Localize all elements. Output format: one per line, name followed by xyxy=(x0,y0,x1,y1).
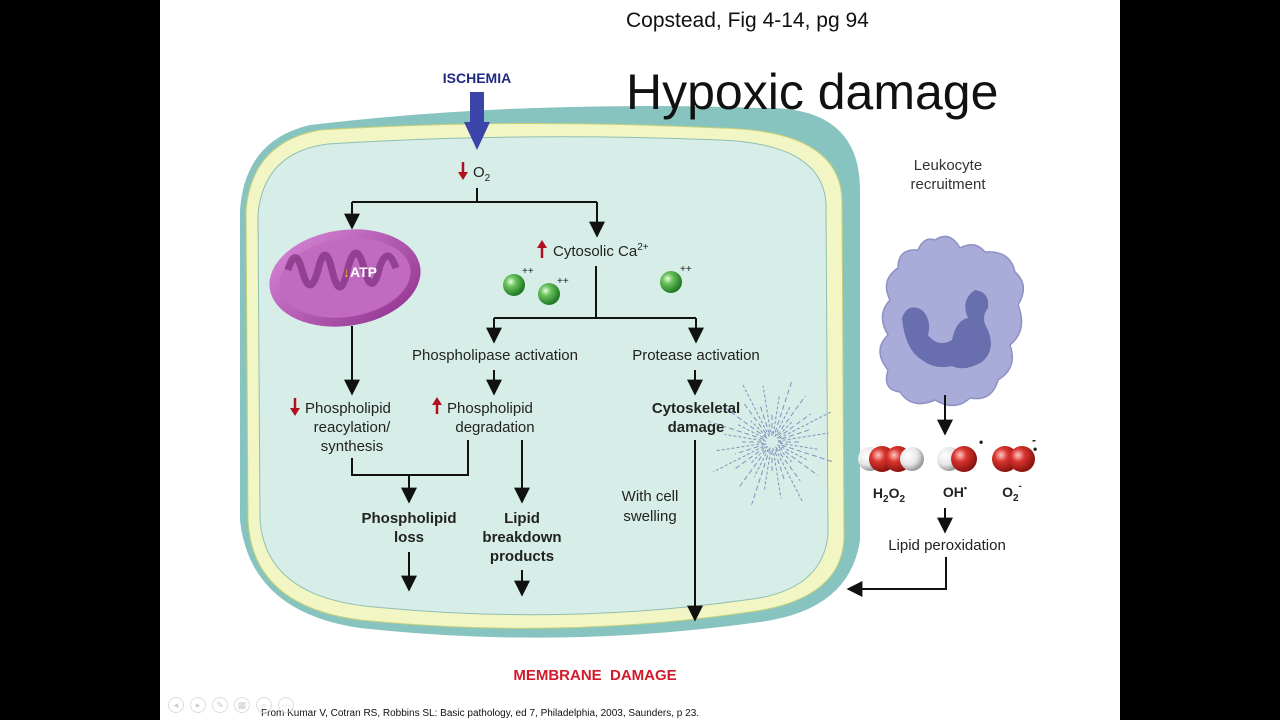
down-arrow-head-icon xyxy=(458,172,468,180)
slide-navigation: ◂ ▸ ✎ ▦ ⌕ ⋯ xyxy=(168,697,294,713)
lipid-breakdown-line1: Lipid xyxy=(504,510,540,527)
cytoskeleton-filament xyxy=(759,404,771,435)
phospholipid-degradation-line2: degradation xyxy=(455,419,534,436)
cytoskeleton-burst-icon xyxy=(709,379,835,505)
pen-icon[interactable]: ✎ xyxy=(212,697,228,713)
cytoskeleton-filament xyxy=(776,413,812,439)
phospholipid-loss-line1: Phospholipid xyxy=(362,510,457,527)
cytoskeleton-filament xyxy=(750,420,767,437)
cytoskeleton-filament xyxy=(775,446,801,482)
superoxide-molecule-icon xyxy=(992,446,1035,472)
down-arrow-head-icon xyxy=(290,408,300,416)
calcium-ion-icon xyxy=(503,274,525,296)
citation: From Kumar V, Cotran RS, Robbins SL: Bas… xyxy=(261,708,699,719)
cytoskeleton-filament xyxy=(763,451,771,490)
lipid-breakdown-line3: products xyxy=(490,548,554,565)
atp-down-arrow-icon: ↓ xyxy=(343,264,350,280)
cytoskeleton-filament xyxy=(772,394,781,435)
cytoskeleton-filament xyxy=(778,448,794,464)
cytoskeleton-filament xyxy=(732,446,766,471)
o2-label: O2 xyxy=(473,164,491,184)
lipid-peroxidation-label: Lipid peroxidation xyxy=(888,537,1006,554)
cytoskeleton-filament xyxy=(778,446,819,476)
calcium-ion-icon xyxy=(660,271,682,293)
slides-grid-icon[interactable]: ▦ xyxy=(234,697,250,713)
cytoskeleton-filament xyxy=(743,402,767,435)
zoom-icon[interactable]: ⌕ xyxy=(256,697,272,713)
cytoskeleton-filament xyxy=(712,446,764,473)
h2o2-label: H2O2 xyxy=(873,485,906,505)
ion-charge-label: ++ xyxy=(522,266,534,277)
svg-text:↓ATP: ↓ATP xyxy=(343,264,377,280)
cytoskeletal-line1: Cytoskeletal xyxy=(652,400,740,417)
h2o2-molecule-icon xyxy=(858,446,924,472)
cytoskeleton-filament xyxy=(741,382,770,437)
phospholipid-synthesis-line3: synthesis xyxy=(321,438,384,455)
ischemia-arrow xyxy=(464,92,490,150)
leukocyte-icon xyxy=(879,235,1024,407)
phospholipid-synthesis-line1: Phospholipid xyxy=(305,400,391,417)
phospholipid-degradation-line1: Phospholipid xyxy=(447,400,533,417)
ion-charge-label: ++ xyxy=(557,276,569,287)
radical-dot-label: • xyxy=(979,435,983,449)
membrane-damage-label: MEMBRANE DAMAGE xyxy=(513,667,676,684)
radical-minus-label: - xyxy=(1032,433,1036,447)
cytoskeleton-filament xyxy=(751,447,771,505)
calcium-ion-icon xyxy=(538,283,560,305)
cytoskeleton-filament xyxy=(781,444,835,463)
phospholipid-loss-line2: loss xyxy=(394,529,424,546)
diagram: ISCHEMIA O2 ↓ATP Cytosolic Ca2+ ++ ++ ++… xyxy=(240,9,1037,719)
cytoskeleton-filament xyxy=(779,442,820,451)
mitochondrion xyxy=(269,229,421,327)
cytoskeleton-filament xyxy=(709,421,765,441)
atp-label: ATP xyxy=(350,264,377,280)
o2-radical-label: O2- xyxy=(1002,481,1022,504)
page-title: Hypoxic damage xyxy=(626,64,998,120)
ion-charge-label: ++ xyxy=(680,264,692,275)
cytoskeleton-filament xyxy=(753,448,769,477)
lipid-breakdown-line2: breakdown xyxy=(482,529,561,546)
protease-label: Protease activation xyxy=(632,347,760,364)
cytoskeleton-filament xyxy=(778,420,794,436)
slide: ISCHEMIA O2 ↓ATP Cytosolic Ca2+ ++ ++ ++… xyxy=(160,0,1120,720)
cell-swelling-line1: With cell xyxy=(622,488,679,505)
cytoskeleton-filament xyxy=(772,447,782,499)
oh-molecule-icon xyxy=(937,446,977,472)
cytoskeleton-filament xyxy=(781,429,810,440)
calcium-ions: ++ ++ ++ xyxy=(503,264,692,305)
phospholipid-synthesis-line2: reacylation/ xyxy=(314,419,392,436)
cytoskeletal-line2: damage xyxy=(668,419,725,436)
phospholipase-label: Phospholipase activation xyxy=(412,347,578,364)
radical-dot-label: • xyxy=(1033,442,1037,456)
cytoskeleton-filament xyxy=(774,451,785,480)
cytoskeleton-filament xyxy=(776,395,806,436)
up-arrow-head-icon xyxy=(537,240,547,248)
cytoskeleton-filament xyxy=(750,445,769,464)
leukocyte-line2: recruitment xyxy=(910,176,986,193)
leukocyte-line1: Leukocyte xyxy=(914,157,982,174)
reference-label: Copstead, Fig 4-14, pg 94 xyxy=(626,9,869,32)
cytoskeleton-filament xyxy=(777,432,829,442)
oh-label: OH• xyxy=(943,483,967,500)
more-options-icon[interactable]: ⋯ xyxy=(278,697,294,713)
up-arrow-head-icon xyxy=(432,397,442,405)
cytoskeleton-filament xyxy=(724,433,767,442)
cytoskeleton-filament xyxy=(715,442,765,452)
cytoskeleton-filament xyxy=(774,407,791,437)
cell-swelling-line2: swelling xyxy=(623,508,676,525)
next-slide-icon[interactable]: ▸ xyxy=(190,697,206,713)
cytoskeleton-filament xyxy=(725,408,768,439)
cytoskeleton-filament xyxy=(762,385,771,433)
cytoskeleton-filament xyxy=(774,379,793,433)
prev-slide-icon[interactable]: ◂ xyxy=(168,697,184,713)
cytoskeleton-filament xyxy=(734,443,767,455)
branch-line xyxy=(352,188,597,203)
cytosolic-ca-label: Cytosolic Ca2+ xyxy=(553,242,649,260)
arrow-peroxidation-to-membrane xyxy=(846,557,947,597)
cytoskeleton-filament xyxy=(777,444,807,461)
split-line xyxy=(494,266,696,319)
ischemia-label: ISCHEMIA xyxy=(443,70,511,86)
